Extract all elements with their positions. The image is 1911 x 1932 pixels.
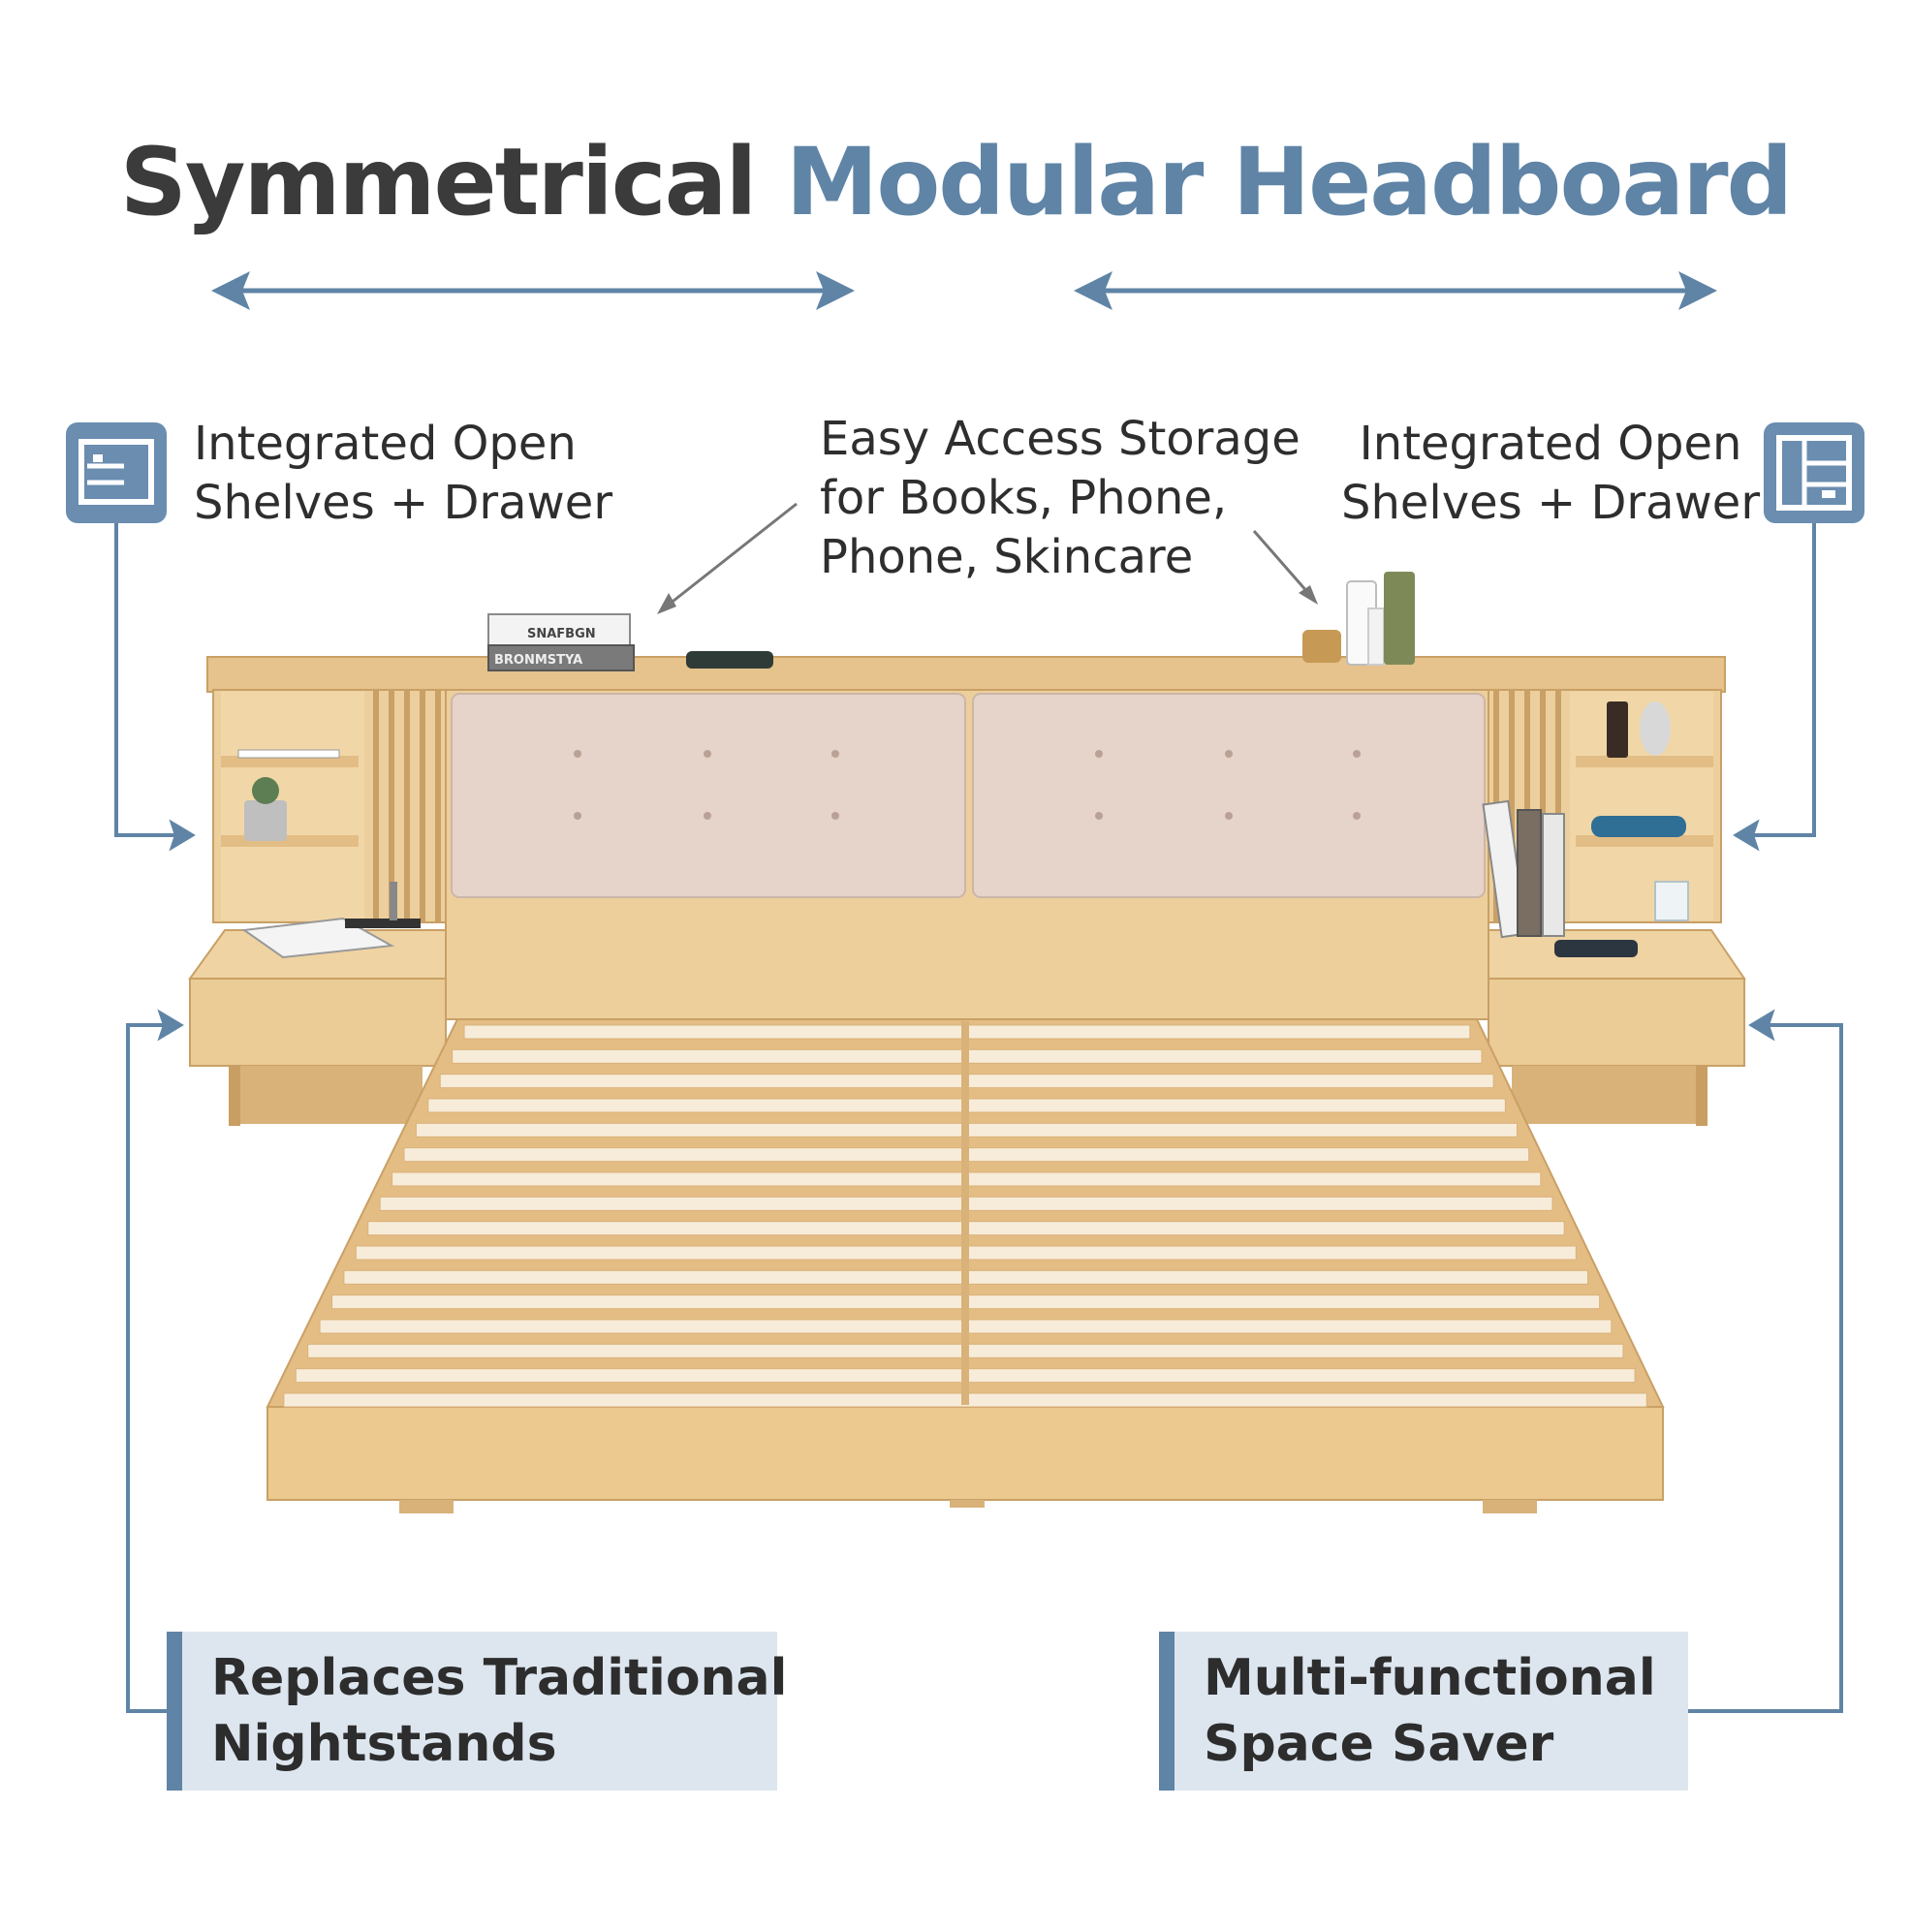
box-left-line-2: Nightstands: [211, 1715, 557, 1773]
right-shelf-drawer-icon: [1764, 422, 1864, 523]
connector-lines: [114, 523, 1843, 1713]
box-space-saver: Multi-functional Space Saver: [1159, 1632, 1688, 1791]
callout-center-line-1: Easy Access Storage: [820, 412, 1300, 466]
skincare-tube-green: [1384, 572, 1415, 665]
double-arrow-right: [1074, 271, 1717, 310]
skincare-jar: [1302, 630, 1341, 663]
callout-left-line-1: Integrated Open: [194, 417, 577, 471]
callout-left: Integrated Open Shelves + Drawer: [194, 415, 612, 533]
box-replaces-nightstands: Replaces Traditional Nightstands: [167, 1632, 788, 1791]
callout-right-line-2: Shelves + Drawer: [1341, 476, 1761, 530]
box-right-line-2: Space Saver: [1204, 1715, 1554, 1773]
phone-right-nightstand: [1554, 940, 1638, 957]
book-spine-top: SNAFBGN: [527, 627, 596, 641]
book-top: [487, 613, 631, 646]
callout-center-line-2: for Books, Phone,: [820, 471, 1228, 525]
callout-left-line-2: Shelves + Drawer: [194, 476, 613, 530]
shelf-items: SNAFBGN BRONMSTYA: [237, 572, 1689, 959]
plant-pot: [244, 800, 287, 841]
book-bottom: [487, 644, 635, 671]
callout-center-line-3: Phone, Skincare: [820, 530, 1194, 584]
title-part-1: Symmetrical: [119, 128, 758, 236]
title-part-2: Modular Headboard: [785, 128, 1793, 236]
box-right-line-1: Multi-functional: [1204, 1649, 1656, 1707]
bed-frame: [188, 656, 1746, 1513]
book-spine-bottom: BRONMSTYA: [494, 653, 582, 668]
callout-center: Easy Access Storage for Books, Phone, Ph…: [820, 410, 1300, 587]
box-left-line-1: Replaces Traditional: [211, 1649, 788, 1707]
page-title: Symmetrical Modular Headboard: [0, 124, 1911, 240]
right-books: [1482, 799, 1565, 939]
double-arrow-left: [211, 271, 855, 310]
callout-right: Integrated Open Shelves + Drawer: [1341, 415, 1760, 533]
callout-right-line-1: Integrated Open: [1359, 417, 1742, 471]
storage-pointer-arrows: [657, 502, 1318, 614]
phone-headboard: [686, 651, 773, 669]
left-shelf-drawer-icon: [66, 422, 167, 523]
